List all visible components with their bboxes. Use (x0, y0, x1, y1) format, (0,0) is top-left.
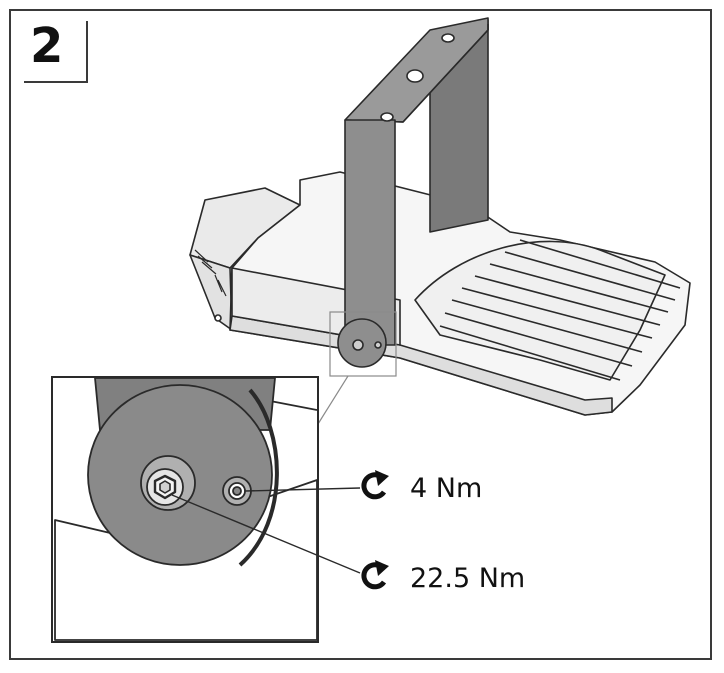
clockwise-arrow-icon (361, 560, 389, 590)
diagram-frame (9, 9, 712, 660)
leader-lines (171, 487, 361, 574)
zoom-marker (329, 311, 397, 377)
step-badge (24, 21, 88, 83)
step-number: 2 (30, 18, 64, 74)
torque-label-hex-bolt: 22.5 Nm (410, 563, 526, 594)
mounting-bracket (337, 17, 489, 368)
clockwise-arrow-icon (361, 470, 389, 500)
torque-label-small-screw: 4 Nm (410, 473, 483, 504)
detail-inset (51, 376, 319, 643)
